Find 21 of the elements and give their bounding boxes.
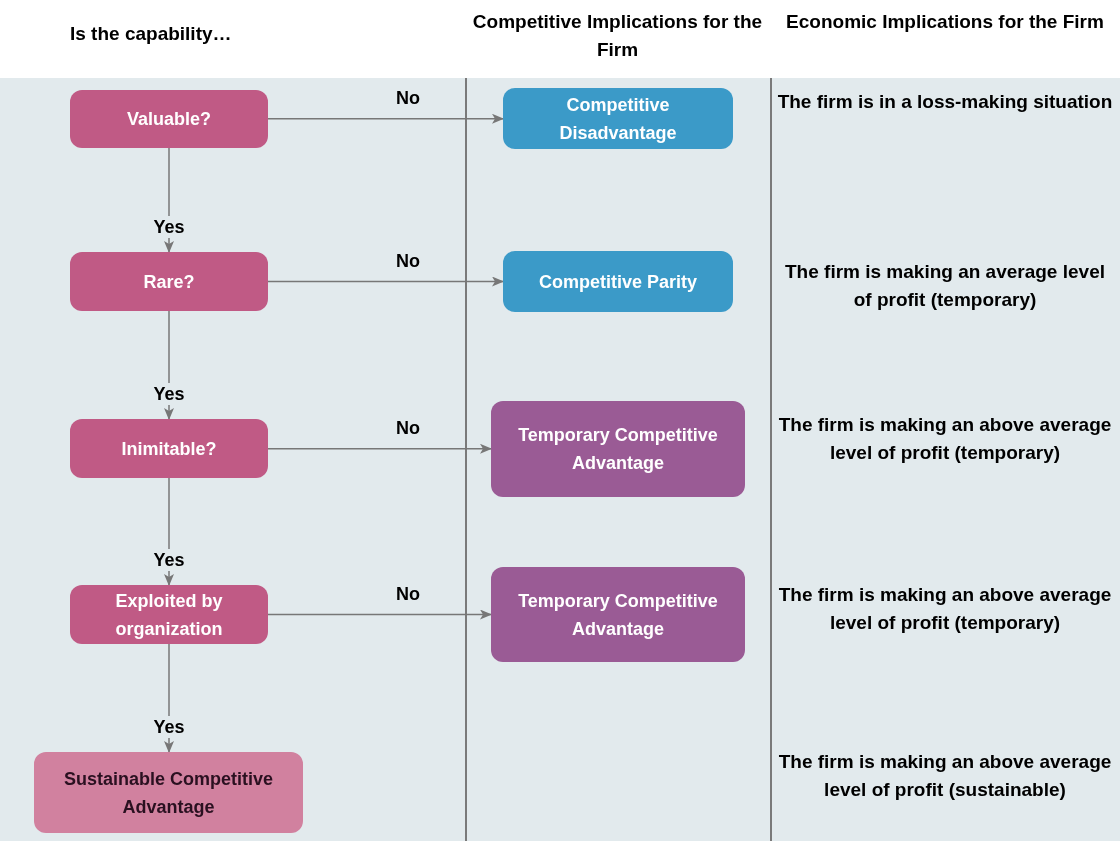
arrow: [267, 443, 492, 454]
process-box: Inimitable?: [70, 419, 268, 478]
column-heading: Is the capability…: [69, 22, 233, 46]
description-text: The firm is in a loss-making situation: [776, 90, 1114, 114]
process-box: Exploited by organization: [70, 585, 268, 644]
column-heading: Economic Implications for the Firm: [785, 10, 1105, 34]
description-text: The firm is making an above average level of profit (sustainable): [777, 750, 1113, 802]
process-box: Rare?: [70, 252, 268, 311]
description-text: The firm is making an above average level of profit (temporary): [777, 413, 1113, 465]
description-text: The firm is making an above average level of profit (temporary): [777, 583, 1113, 635]
arrow: [267, 609, 492, 620]
arrow: [267, 276, 504, 287]
process-box: Competitive Disadvantage: [503, 88, 733, 149]
process-box: Sustainable Competitive Advantage: [34, 752, 303, 833]
process-box: Temporary Competitive Advantage: [491, 567, 745, 662]
arrow: [267, 113, 504, 124]
process-box: Competitive Parity: [503, 251, 733, 312]
process-box: Temporary Competitive Advantage: [491, 401, 745, 497]
description-text: The firm is making an average level of profit (temporary): [784, 260, 1106, 312]
process-box: Valuable?: [70, 90, 268, 148]
column-heading: Competitive Implications for the Firm: [471, 10, 764, 62]
